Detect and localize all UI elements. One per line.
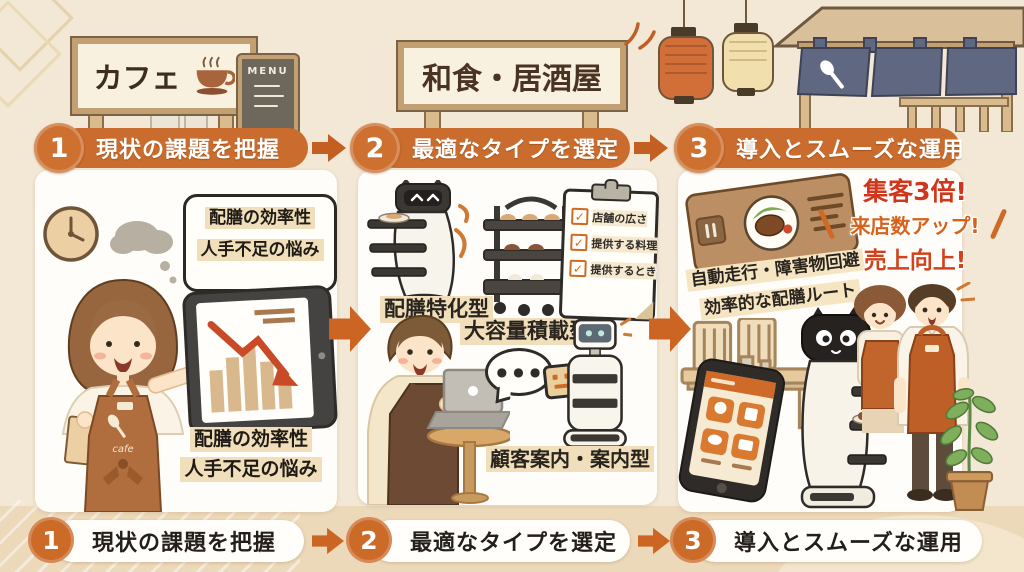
panel-current-issues: 配膳の効率性 人手不足の悩み cafe [35,170,338,512]
result-line1: 集客3倍! [863,177,967,206]
lantern-cap [734,23,758,33]
cafe-staff-woman: cafe [61,278,208,512]
clipboard-clip [590,183,632,202]
coffee-cup-icon [196,56,235,95]
lantern-cap [671,27,696,37]
caption-line2: 人手不足の悩み [180,457,322,483]
cafe-sign: カフェ [72,38,256,114]
owner-with-laptop [367,314,510,505]
step1-number: 1 [34,123,84,173]
lantern-string [683,0,685,30]
lantern-red [658,36,714,100]
lantern-cap [737,88,755,96]
bottom-step3-number: 3 [670,517,716,563]
apron-cafe-label: cafe [112,444,133,455]
step3-number: 3 [674,123,724,173]
checklist-item: ✓ 店舗の広さ [571,207,656,228]
izakaya-sign: 和食・居酒屋 [398,42,626,110]
arrow-right-icon [649,306,691,352]
panel1-caption: 配膳の効率性 人手不足の悩み [169,424,333,485]
robot-type3-label: 顧客案内・案内型 [486,446,654,472]
menu-line [254,105,278,107]
step2-banner: 最適なタイプを選定 [374,128,630,168]
checkbox-icon: ✓ [569,259,587,278]
lantern-string [745,0,747,26]
bottom-step2-number: 2 [346,517,392,563]
potted-plant [940,388,999,511]
lantern-cream [722,32,774,92]
thought-bubble [110,221,177,284]
checklist-item: ✓ 提供するとき [569,259,657,280]
step3-label: 導入とスムーズな運用 [736,138,965,163]
robot-type1-label: 配膳特化型 [380,296,493,324]
bottom-step2-label: 最適なタイプを選定 [410,531,618,556]
bottom-step3: 導入とスムーズな運用 [694,520,982,562]
step1-banner: 現状の課題を把握 [58,128,308,168]
step2-label: 最適なタイプを選定 [412,138,620,163]
clock-icon [43,206,99,262]
robot-type2-label: 大容量積載型 [460,318,594,346]
cafe-sign-text: カフェ [93,61,181,95]
arrow-right-icon [638,527,670,555]
panel-operation: 集客3倍! 来店数アップ! 売上向上! 自動走行・障害物回避 効率的な配膳ルート [678,170,1008,512]
guide-robot [563,318,632,460]
issue-box: 配膳の効率性 人手不足の悩み [183,194,337,292]
arrow-right-icon [312,134,346,162]
menu-board-title: MENU [247,66,289,77]
noren-curtain [796,37,1017,98]
arrow-right-icon [329,306,371,352]
cat-robot [800,307,887,509]
bottom-step1-number: 1 [28,517,74,563]
checkbox-icon: ✓ [570,233,588,252]
menu-line [254,85,280,87]
speech-bubble: ● ● ● [485,348,553,396]
serving-robot [367,180,470,312]
lantern-cap [674,96,694,104]
bottom-step3-label: 導入とスムーズな運用 [734,531,963,556]
step3-banner: 導入とスムーズな運用 [698,128,964,168]
menu-line [254,95,284,97]
arrow-right-icon [312,527,344,555]
checklist-item: ✓ 提供する料理 [570,233,658,254]
result-line3: 売上向上! [863,248,967,274]
step2-number: 2 [350,123,400,173]
checkbox-icon: ✓ [571,207,589,226]
result-line2: 来店数アップ! [850,214,980,238]
step1-label: 現状の課題を把握 [96,138,281,163]
izakaya-sign-text: 和食・居酒屋 [422,62,602,97]
issue-line1: 配膳の効率性 [205,207,315,230]
results-block: 集客3倍! 来店数アップ! 売上向上! [830,172,1000,275]
arrow-right-icon [634,134,668,162]
bottom-step1: 現状の課題を把握 [52,520,304,562]
smartphone-app [678,358,785,503]
tablet-declining-chart [182,285,338,435]
panel-robot-types: 配膳特化型 大容量積載型 ✓ 店舗の広さ ✓ 提供する料 [358,170,660,505]
caption-line1: 配膳の効率性 [189,427,312,452]
sparkle-marks [624,22,656,50]
bottom-step2: 最適なタイプを選定 [370,520,630,562]
bottom-step1-label: 現状の課題を把握 [92,531,277,556]
storefront [771,6,1024,132]
selection-checklist: ✓ 店舗の広さ ✓ 提供する料理 ✓ 提供するとき [558,183,660,322]
menu-board: MENU [238,55,298,137]
spoon-icon [820,60,844,89]
speech-dots: ● ● ● [496,365,542,379]
issue-line2: 人手不足の悩み [196,239,324,262]
